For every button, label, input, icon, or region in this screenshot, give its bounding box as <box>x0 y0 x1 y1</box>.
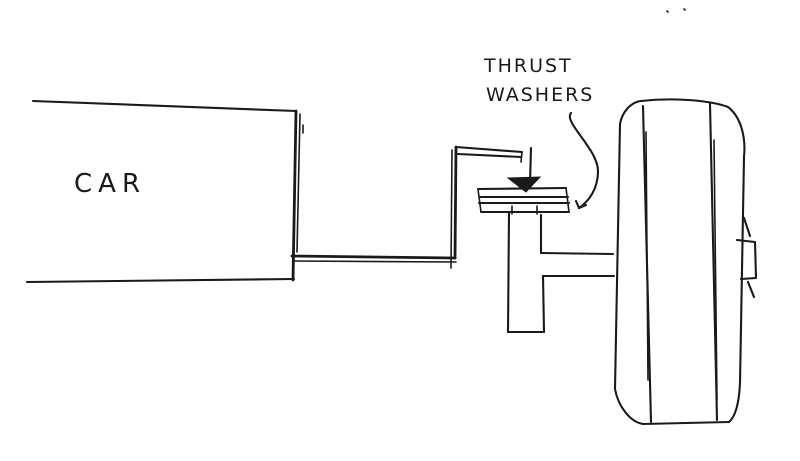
leader-arrow <box>568 111 600 210</box>
car-box <box>25 99 304 284</box>
wheel <box>613 98 758 426</box>
spindle-housing <box>506 211 616 334</box>
thrust-label-line2: WASHERS <box>486 84 594 106</box>
tow-bar <box>290 145 524 269</box>
thrust-washers <box>476 186 571 215</box>
thrust-label-line1: THRUST <box>483 55 573 77</box>
stray-marks <box>666 8 686 13</box>
pivot-bolt <box>506 146 542 193</box>
car-label: CAR <box>74 169 146 199</box>
